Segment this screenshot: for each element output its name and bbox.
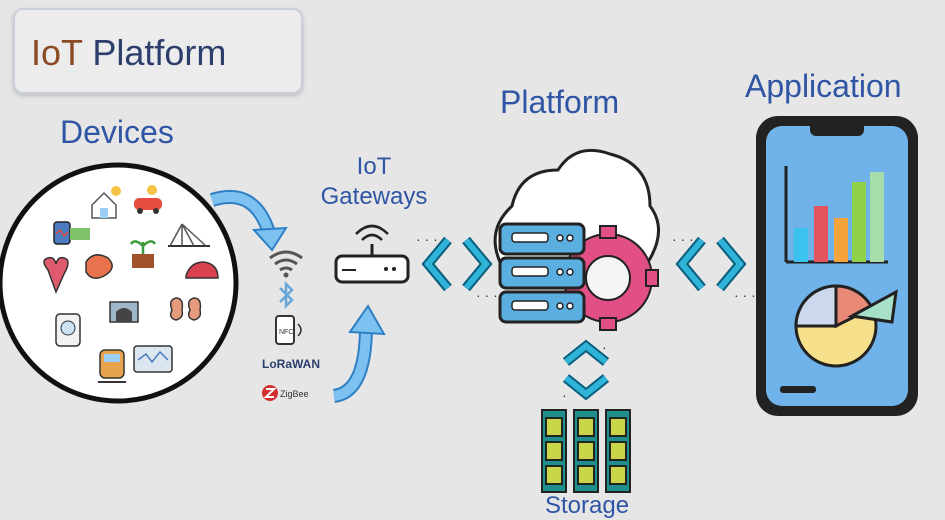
- svg-text:·: ·: [562, 387, 567, 403]
- title-rest: Platform: [82, 32, 227, 73]
- svg-text:·: ·: [602, 339, 607, 355]
- bluetooth-icon: [279, 280, 294, 310]
- smartwatch-icon: [53, 221, 90, 245]
- train-icon: [98, 349, 126, 383]
- bridge-icon: [168, 223, 210, 247]
- application-label: Application: [745, 68, 902, 104]
- server-stack-icon: [498, 222, 586, 324]
- title-box: IoT Platform: [13, 8, 303, 94]
- devices-label: Devices: [60, 114, 174, 150]
- storage-rack: [541, 409, 567, 493]
- storage-racks-icon: [541, 409, 631, 493]
- gateways-label-line1: IoT: [356, 153, 392, 180]
- smart-meter-icon: [55, 313, 81, 347]
- storage-label: Storage: [545, 492, 630, 519]
- svg-text:· · ·: · · ·: [416, 231, 438, 247]
- smart-home-icon: [91, 186, 121, 219]
- connector-platform-application: · · · · · ·: [672, 231, 756, 303]
- gateways-label-line2: Gateways: [320, 183, 428, 210]
- gateways-label: IoT Gateways: [312, 152, 436, 212]
- organ-icon: [85, 254, 113, 279]
- arrow-devices-to-protocols: [209, 189, 288, 252]
- title-prefix: IoT: [31, 32, 83, 73]
- lorawan-text: LoRaWAN: [262, 357, 320, 371]
- monitor-icon: [133, 345, 173, 373]
- lorawan-logo: LoRaWAN: [262, 357, 320, 371]
- connector-gateway-platform: · · · · · ·: [416, 231, 498, 303]
- tunnel-icon: [109, 301, 139, 323]
- svg-text:· · ·: · · ·: [476, 287, 498, 303]
- svg-text:· · ·: · · ·: [672, 231, 694, 247]
- zigbee-text: ZigBee: [280, 389, 309, 399]
- wifi-icon: [269, 250, 303, 278]
- plant-icon: [129, 240, 157, 268]
- kidney-icon: [169, 297, 202, 321]
- storage-rack: [573, 409, 599, 493]
- nfc-phone-icon: NFC: [275, 315, 302, 345]
- page-title: IoT Platform: [31, 32, 226, 74]
- bar-chart-icon: [784, 166, 888, 264]
- helmet-icon: [185, 261, 219, 279]
- smart-car-icon: [134, 185, 162, 214]
- svg-text:· · ·: · · ·: [734, 287, 756, 303]
- connector-platform-storage: · ·: [562, 339, 610, 403]
- storage-rack: [605, 409, 631, 493]
- pie-chart-icon: [794, 284, 898, 368]
- platform-label: Platform: [500, 84, 620, 120]
- gateway-router-icon: [334, 224, 410, 284]
- zigbee-logo: ZigBee: [262, 385, 309, 401]
- arrow-protocols-to-gateway: [332, 304, 386, 403]
- smartphone-icon: [756, 116, 918, 416]
- heart-icon: [43, 256, 69, 295]
- nfc-text: NFC: [279, 329, 293, 336]
